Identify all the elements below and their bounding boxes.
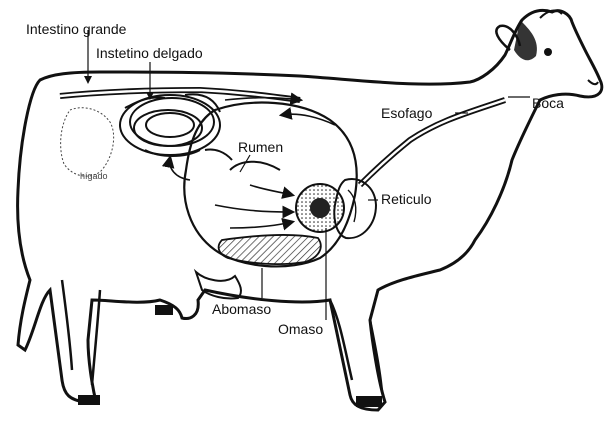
- rear-leg-outline: [62, 280, 100, 385]
- label-rumen: Rumen: [238, 140, 283, 154]
- label-intestino-delgado: Instetino delgado: [96, 46, 203, 60]
- label-omaso: Omaso: [278, 322, 323, 336]
- label-reticulo: Reticulo: [381, 192, 432, 206]
- small-intestine-coils: [120, 94, 220, 156]
- label-boca: Boca: [532, 96, 564, 110]
- rumen-pillar: [230, 162, 280, 170]
- flow-arrow: [250, 185, 292, 195]
- label-higado: hígado: [80, 172, 108, 181]
- hoof-front: [356, 396, 382, 407]
- hoof-rear-2: [155, 305, 173, 315]
- label-abomaso: Abomaso: [212, 302, 271, 316]
- eye: [544, 48, 552, 56]
- front-leg-outline: [330, 300, 382, 392]
- liver-outline: [61, 108, 114, 176]
- abomasum-shape: [219, 235, 321, 264]
- nostril: [588, 80, 598, 84]
- hoof-rear: [78, 395, 100, 405]
- label-intestino-grande: Intestino grande: [26, 22, 126, 36]
- label-esofago: Esofago: [381, 106, 432, 120]
